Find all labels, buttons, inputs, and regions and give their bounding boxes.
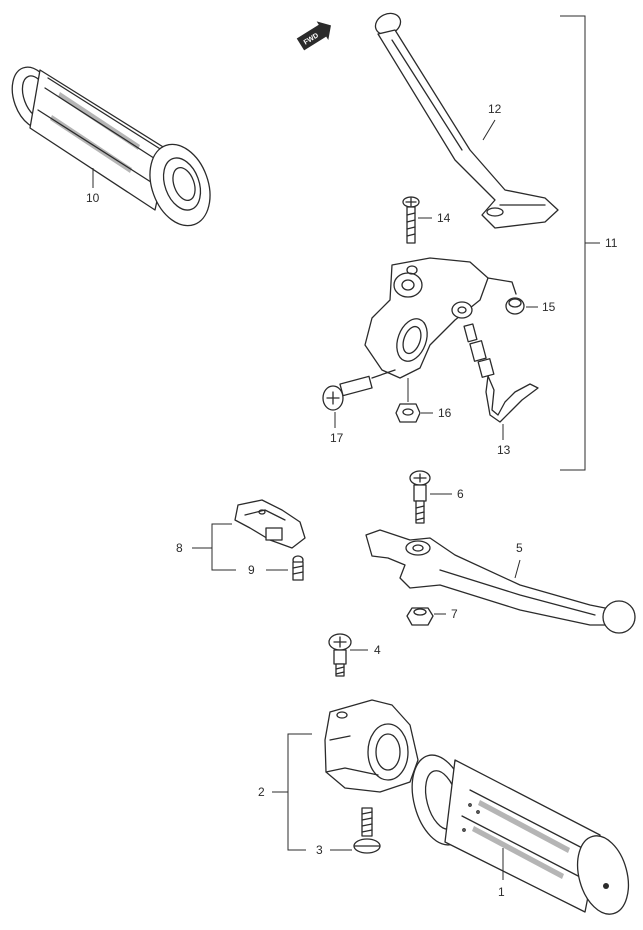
bracket-2 <box>287 733 312 851</box>
label-11: 11 <box>605 236 618 250</box>
part-16-nut <box>395 378 421 423</box>
label-6: 6 <box>457 487 464 501</box>
part-4-screw <box>328 633 352 677</box>
label-10: 10 <box>86 191 100 205</box>
label-7: 7 <box>451 607 458 621</box>
part-9-screw <box>292 555 304 581</box>
label-9: 9 <box>248 563 255 577</box>
label-16: 16 <box>438 406 452 420</box>
clutch-lever-holder <box>364 257 517 379</box>
label-13: 13 <box>497 443 511 457</box>
part-10-left-grip <box>11 66 211 227</box>
label-8: 8 <box>176 541 183 555</box>
part-15-nut <box>505 297 525 315</box>
bracket-8 <box>211 523 236 571</box>
part-12-clutch-lever <box>374 12 559 229</box>
part-13-clutch-switch <box>463 323 539 423</box>
part-1-right-grip <box>411 754 630 915</box>
part-3-screw <box>353 807 381 854</box>
leader-5 <box>514 559 521 579</box>
label-12: 12 <box>488 102 502 116</box>
label-14: 14 <box>437 211 451 225</box>
bracket-11 <box>560 15 586 471</box>
part-14-screw <box>402 196 420 244</box>
label-1: 1 <box>498 885 505 899</box>
label-3: 3 <box>316 843 323 857</box>
label-17: 17 <box>330 431 344 445</box>
label-15: 15 <box>542 300 556 314</box>
part-6-bolt <box>409 470 431 524</box>
part-8-brake-switch <box>234 499 306 549</box>
label-5: 5 <box>516 541 523 555</box>
label-4: 4 <box>374 643 381 657</box>
leader-12 <box>482 119 496 141</box>
label-2: 2 <box>258 785 265 799</box>
part-5-brake-lever <box>365 529 636 634</box>
part-7-nut <box>406 607 434 626</box>
part-17-bolt <box>322 369 396 411</box>
fwd-badge: FWD <box>296 21 331 51</box>
part-2-throttle-housing <box>324 699 419 793</box>
